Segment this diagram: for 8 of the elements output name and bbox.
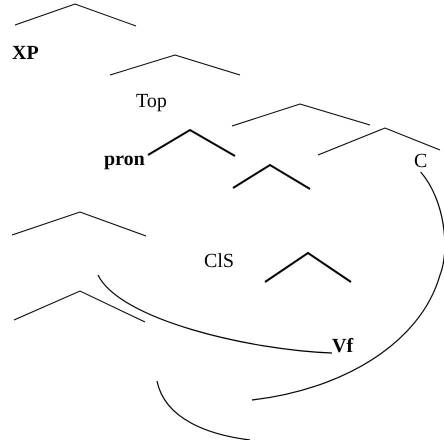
movement-line	[156, 171, 444, 440]
node-label: XP	[12, 42, 39, 64]
node-label: pron	[104, 148, 145, 170]
node-label: ClS	[204, 250, 234, 272]
node-label: Top	[136, 90, 167, 112]
node-label: Vf	[332, 335, 354, 357]
node-label: C	[414, 150, 428, 172]
movement-line	[98, 274, 332, 354]
